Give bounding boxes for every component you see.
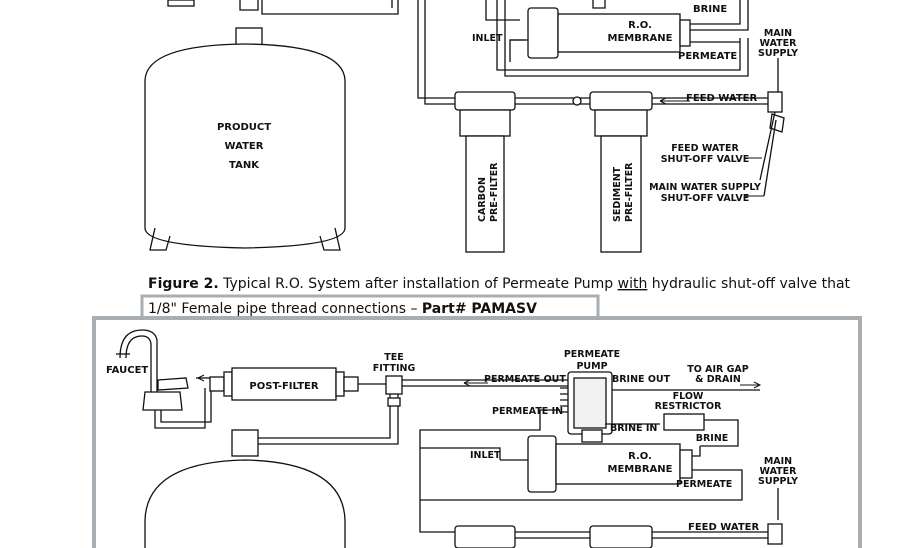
- bottom-ro-label-2: MEMBRANE: [608, 464, 673, 475]
- bottom-permeate-label: PERMEATE: [676, 479, 732, 490]
- bottom-sediment-filter-head: [589, 525, 653, 548]
- tank-label-line-3: TANK: [229, 160, 260, 171]
- caption-part-number: Part# PAMASV: [422, 301, 537, 317]
- restrictor-label-1: FLOW: [673, 391, 704, 402]
- air-gap-label-2: & DRAIN: [695, 374, 741, 385]
- top-main-supply-1: MAIN: [764, 28, 792, 39]
- top-ro-label-1: R.O.: [628, 20, 652, 31]
- tank-label-line-1: PRODUCT: [217, 122, 271, 133]
- air-gap-label-1: TO AIR GAP: [687, 364, 749, 375]
- bottom-main-supply-2: WATER: [760, 466, 798, 477]
- carbon-label-1: CARBON: [477, 177, 488, 222]
- bottom-tank-fitting: [231, 429, 259, 457]
- bottom-ro-membrane: INLET R.O. MEMBRANE PERMEATE: [420, 435, 743, 501]
- brine-out-label: BRINE OUT: [612, 374, 671, 385]
- top-brine-label: BRINE: [693, 4, 727, 15]
- top-permeate-label: PERMEATE: [678, 51, 737, 62]
- top-ro-label-2: MEMBRANE: [608, 33, 673, 44]
- pump-label-2: PUMP: [576, 361, 607, 372]
- caption-text-2: hydraulic shut-off valve that: [647, 276, 850, 292]
- caption-text-1: Typical R.O. System after installation o…: [219, 276, 618, 292]
- post-filter-label: POST-FILTER: [249, 381, 318, 392]
- tee-label-1: TEE: [384, 352, 403, 363]
- bottom-feed-valve: [767, 523, 783, 545]
- bottom-main-supply-3: SUPPLY: [758, 476, 798, 487]
- figure-caption: Figure 2. Typical R.O. System after inst…: [140, 276, 851, 320]
- top-main-valve-1: MAIN WATER SUPPLY: [649, 182, 761, 193]
- top-main-supply-3: SUPPLY: [758, 48, 798, 59]
- sediment-label-1: SEDIMENT: [612, 166, 623, 222]
- top-feed-valve-1: FEED WATER: [671, 143, 739, 154]
- top-carbon-prefilter: CARBON PRE-FILTER: [454, 91, 516, 253]
- caption-line2-text: 1/8" Female pipe thread connections –: [148, 301, 422, 317]
- bottom-feed-water-label: FEED WATER: [688, 522, 759, 533]
- top-feed-valve-2: SHUT-OFF VALVE: [661, 154, 750, 165]
- top-inlet-label: INLET: [472, 33, 503, 44]
- faucet-label: FAUCET: [106, 365, 148, 376]
- pump-label-1: PERMEATE: [564, 349, 620, 360]
- faucet: FAUCET: [106, 329, 212, 429]
- caption-line-1: Figure 2. Typical R.O. System after inst…: [148, 276, 851, 292]
- caption-prefix: Figure 2.: [148, 276, 219, 292]
- top-sediment-prefilter: SEDIMENT PRE-FILTER: [589, 91, 653, 253]
- top-main-supply-2: WATER: [760, 38, 798, 49]
- product-water-tank: PRODUCT WATER TANK: [144, 27, 346, 251]
- bottom-brine-label: BRINE: [696, 433, 729, 444]
- top-diagram: PRODUCT WATER TANK R.O. MEMBRANE INLET B…: [144, 0, 798, 253]
- permeate-in-label: PERMEATE IN: [492, 406, 563, 417]
- bottom-diagram: FAUCET POST-FILTER TEE FITTING: [106, 329, 798, 548]
- restrictor-label-2: RESTRICTOR: [655, 401, 723, 412]
- sediment-label-2: PRE-FILTER: [624, 162, 635, 222]
- bottom-ro-label-1: R.O.: [628, 451, 652, 462]
- bottom-product-tank: [144, 459, 346, 548]
- bottom-carbon-filter-head: [454, 525, 516, 548]
- tank-label-line-2: WATER: [225, 141, 264, 152]
- top-main-valve-2: SHUT-OFF VALVE: [661, 193, 750, 204]
- caption-line-2: 1/8" Female pipe thread connections – Pa…: [148, 301, 537, 317]
- top-feed-water-label: FEED WATER: [686, 93, 757, 104]
- brine-in-label: BRINE IN: [610, 423, 657, 434]
- tee-fitting: TEE FITTING: [235, 352, 420, 452]
- flow-restrictor: FLOW RESTRICTOR BRINE: [655, 391, 739, 447]
- figure-2-frame: [92, 316, 862, 548]
- bottom-inlet-label: INLET: [470, 450, 501, 461]
- post-filter: POST-FILTER: [196, 367, 359, 401]
- permeate-pump: PERMEATE PUMP PERMEATE OUT BRINE OUT TO …: [419, 349, 762, 520]
- caption-with: with: [618, 276, 648, 292]
- top-ro-membrane: R.O. MEMBRANE INLET BRINE PERMEATE: [472, 0, 749, 62]
- tee-label-2: FITTING: [373, 363, 416, 374]
- bottom-main-supply-1: MAIN: [764, 456, 792, 467]
- carbon-label-2: PRE-FILTER: [489, 162, 500, 222]
